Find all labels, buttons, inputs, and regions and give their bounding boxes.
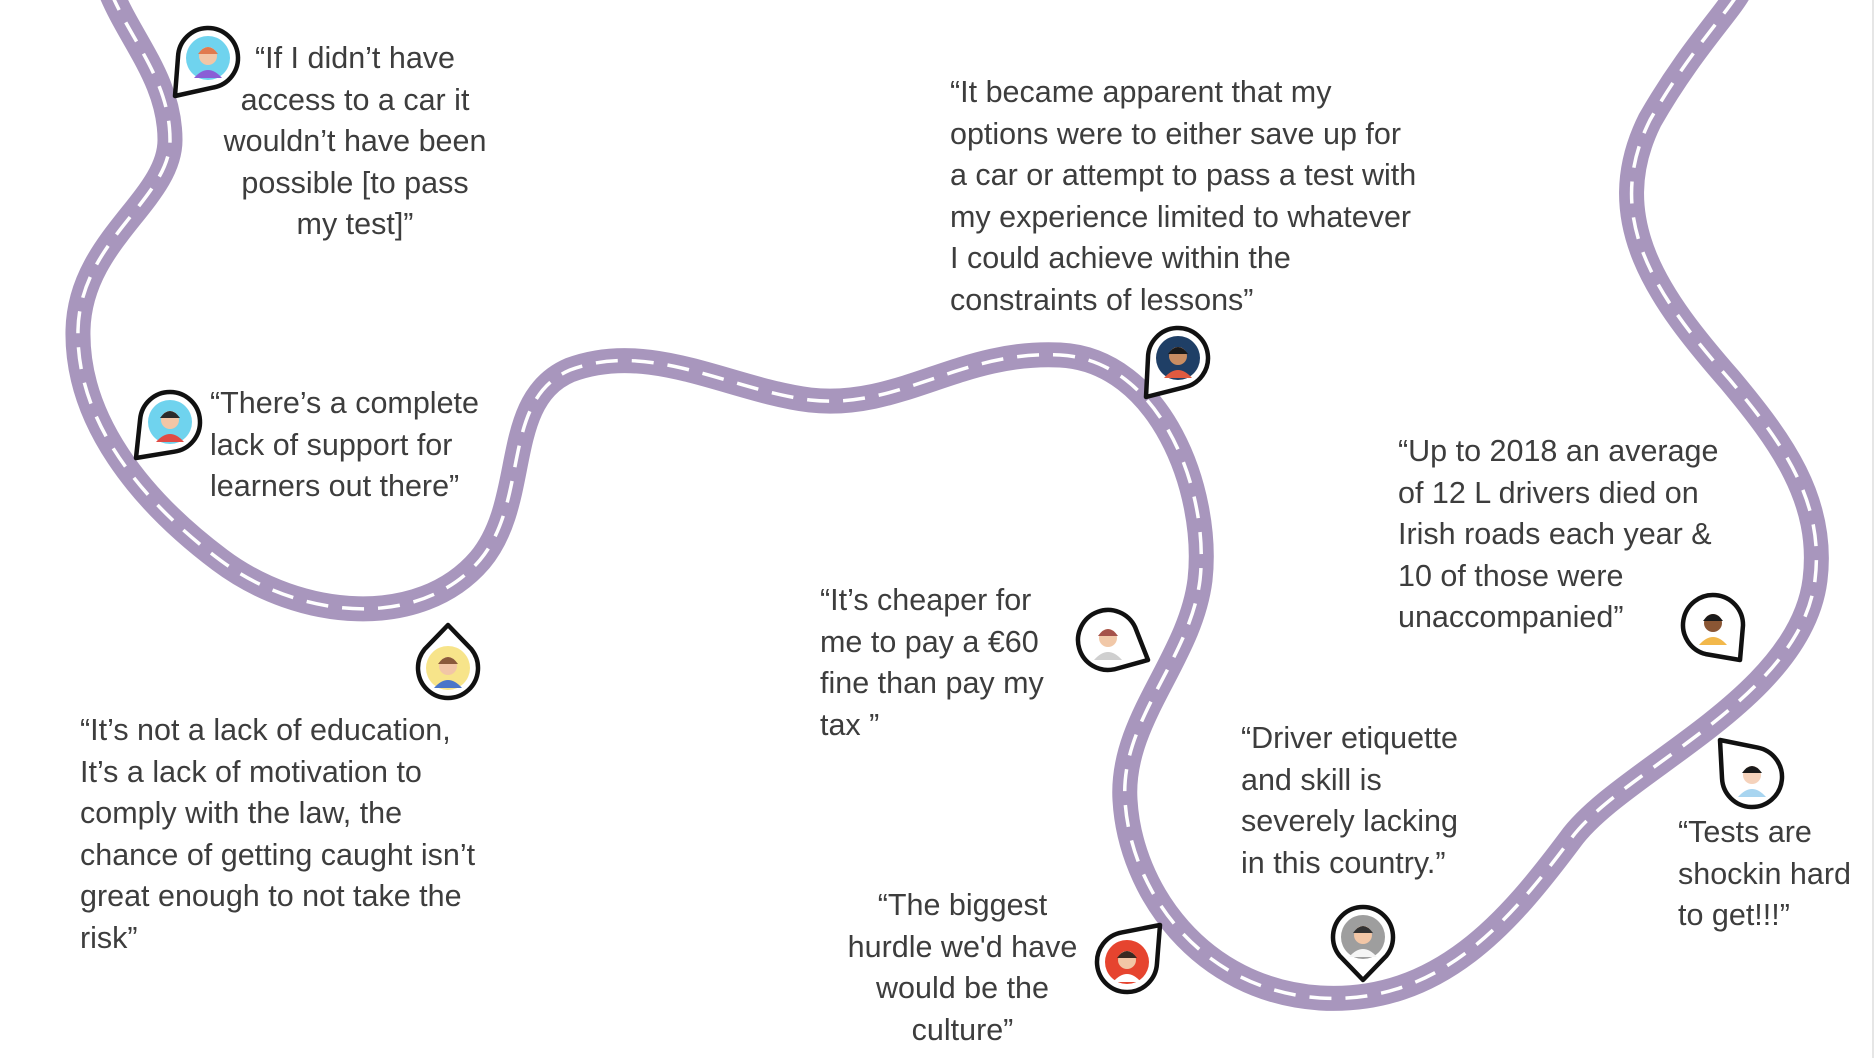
- quote-line: a car or attempt to pass a test with: [950, 158, 1417, 192]
- avatar-bearded-gray-icon: [1341, 915, 1385, 959]
- avatar-man-red-bg-icon: [1105, 940, 1149, 984]
- map-pin-curly-woman: [1680, 592, 1746, 663]
- map-pin-bearded-man: [133, 389, 203, 461]
- quote-lack-of-motivation: “It’s not a lack of education, It’s a lac…: [80, 710, 475, 959]
- quote-line: 10 of those were: [1398, 558, 1624, 593]
- quote-line: It’s a lack of motivation to: [80, 754, 422, 789]
- quote-line: possible [to pass: [241, 165, 469, 200]
- quote-line: I could achieve within the: [950, 241, 1291, 275]
- quote-line: “If I didn’t have: [254, 41, 456, 75]
- map-pin-young-man: [415, 622, 481, 701]
- quote-line: severely lacking: [1241, 804, 1458, 838]
- quote-line: “Up to 2018 an average: [1398, 434, 1719, 468]
- quote-line: me to pay a €60: [820, 624, 1039, 659]
- avatar-woman-hair-bun-icon: [1086, 618, 1130, 662]
- quote-line: chance of getting caught isn’t: [80, 837, 476, 872]
- quote-line: Irish roads each year &: [1398, 517, 1712, 551]
- quote-lack-of-support: “There’s a complete lack of support for le…: [210, 383, 479, 508]
- quote-l-drivers-stat: “Up to 2018 an average of 12 L drivers di…: [1398, 431, 1718, 639]
- quote-line: “The biggest: [877, 888, 1048, 922]
- quote-line: of 12 L drivers died on: [1398, 475, 1699, 510]
- quote-line: comply with the law, the: [80, 796, 403, 830]
- quote-line: learners out there”: [210, 469, 460, 503]
- quote-line: “Driver etiquette: [1241, 721, 1458, 755]
- quote-line: options were to either save up for: [950, 116, 1401, 151]
- quote-line: my experience limited to whatever: [950, 199, 1412, 234]
- quote-line: hurdle we'd have: [847, 929, 1078, 964]
- map-pin-woman-hair-bun: [1075, 607, 1151, 673]
- quote-line: wouldn’t have been: [223, 124, 487, 158]
- map-pin-curly-man: [1143, 325, 1211, 400]
- quote-cheaper-fine: “It’s cheaper for me to pay a €60 fine tha…: [820, 580, 1044, 746]
- quote-line: in this country.”: [1241, 845, 1446, 880]
- quote-tests-hard: “Tests are shockin hard to get!!!”: [1678, 812, 1851, 937]
- quote-car-access: “If I didn’t have access to a car it would…: [205, 38, 505, 246]
- quote-line: “It’s not a lack of education,: [80, 713, 451, 747]
- quote-line: shockin hard: [1678, 856, 1851, 891]
- avatar-redhead-man-icon: [186, 36, 230, 80]
- quote-line: “It became apparent that my: [950, 75, 1332, 109]
- quote-line: access to a car it: [240, 82, 470, 117]
- quote-line: fine than pay my: [820, 666, 1044, 700]
- quote-line: great enough to not take the: [80, 879, 462, 913]
- avatar-curly-woman-icon: [1691, 603, 1735, 647]
- page-edge-divider: [1872, 0, 1874, 1058]
- quote-line: constraints of lessons”: [950, 282, 1254, 317]
- quote-line: “Tests are: [1678, 815, 1812, 849]
- avatar-curly-man-icon: [1156, 336, 1200, 380]
- quote-line: “It’s cheaper for: [820, 583, 1032, 617]
- quote-line: lack of support for: [210, 427, 453, 462]
- avatar-young-man-icon: [426, 646, 470, 690]
- road-center-line: [76, 0, 1819, 1001]
- quote-line: my test]”: [296, 207, 414, 241]
- map-pin-man-red-bg: [1094, 922, 1163, 995]
- avatar-dark-hair-woman-icon: [1730, 755, 1774, 799]
- map-pin-bearded-gray: [1330, 904, 1396, 983]
- map-pin-dark-hair-woman: [1717, 737, 1785, 810]
- quote-line: risk”: [80, 920, 138, 955]
- quote-driver-etiquette: “Driver etiquette and skill is severely la…: [1241, 718, 1458, 884]
- map-pin-redhead-man: [172, 25, 241, 99]
- quote-line: to get!!!”: [1678, 898, 1790, 932]
- avatar-bearded-man-icon: [148, 400, 192, 444]
- quote-save-for-car: “It became apparent that my options were …: [950, 72, 1416, 321]
- quote-line: and skill is: [1241, 762, 1382, 797]
- quote-line: tax ”: [820, 707, 880, 742]
- quote-line: “There’s a complete: [210, 386, 479, 420]
- road: [65, 0, 1829, 1011]
- quote-biggest-hurdle: “The biggest hurdle we'd have would be the…: [830, 885, 1095, 1051]
- quote-line: would be the: [876, 971, 1049, 1005]
- quote-line: culture”: [911, 1012, 1014, 1047]
- pins: [133, 25, 1785, 995]
- quote-line: unaccompanied”: [1398, 600, 1624, 634]
